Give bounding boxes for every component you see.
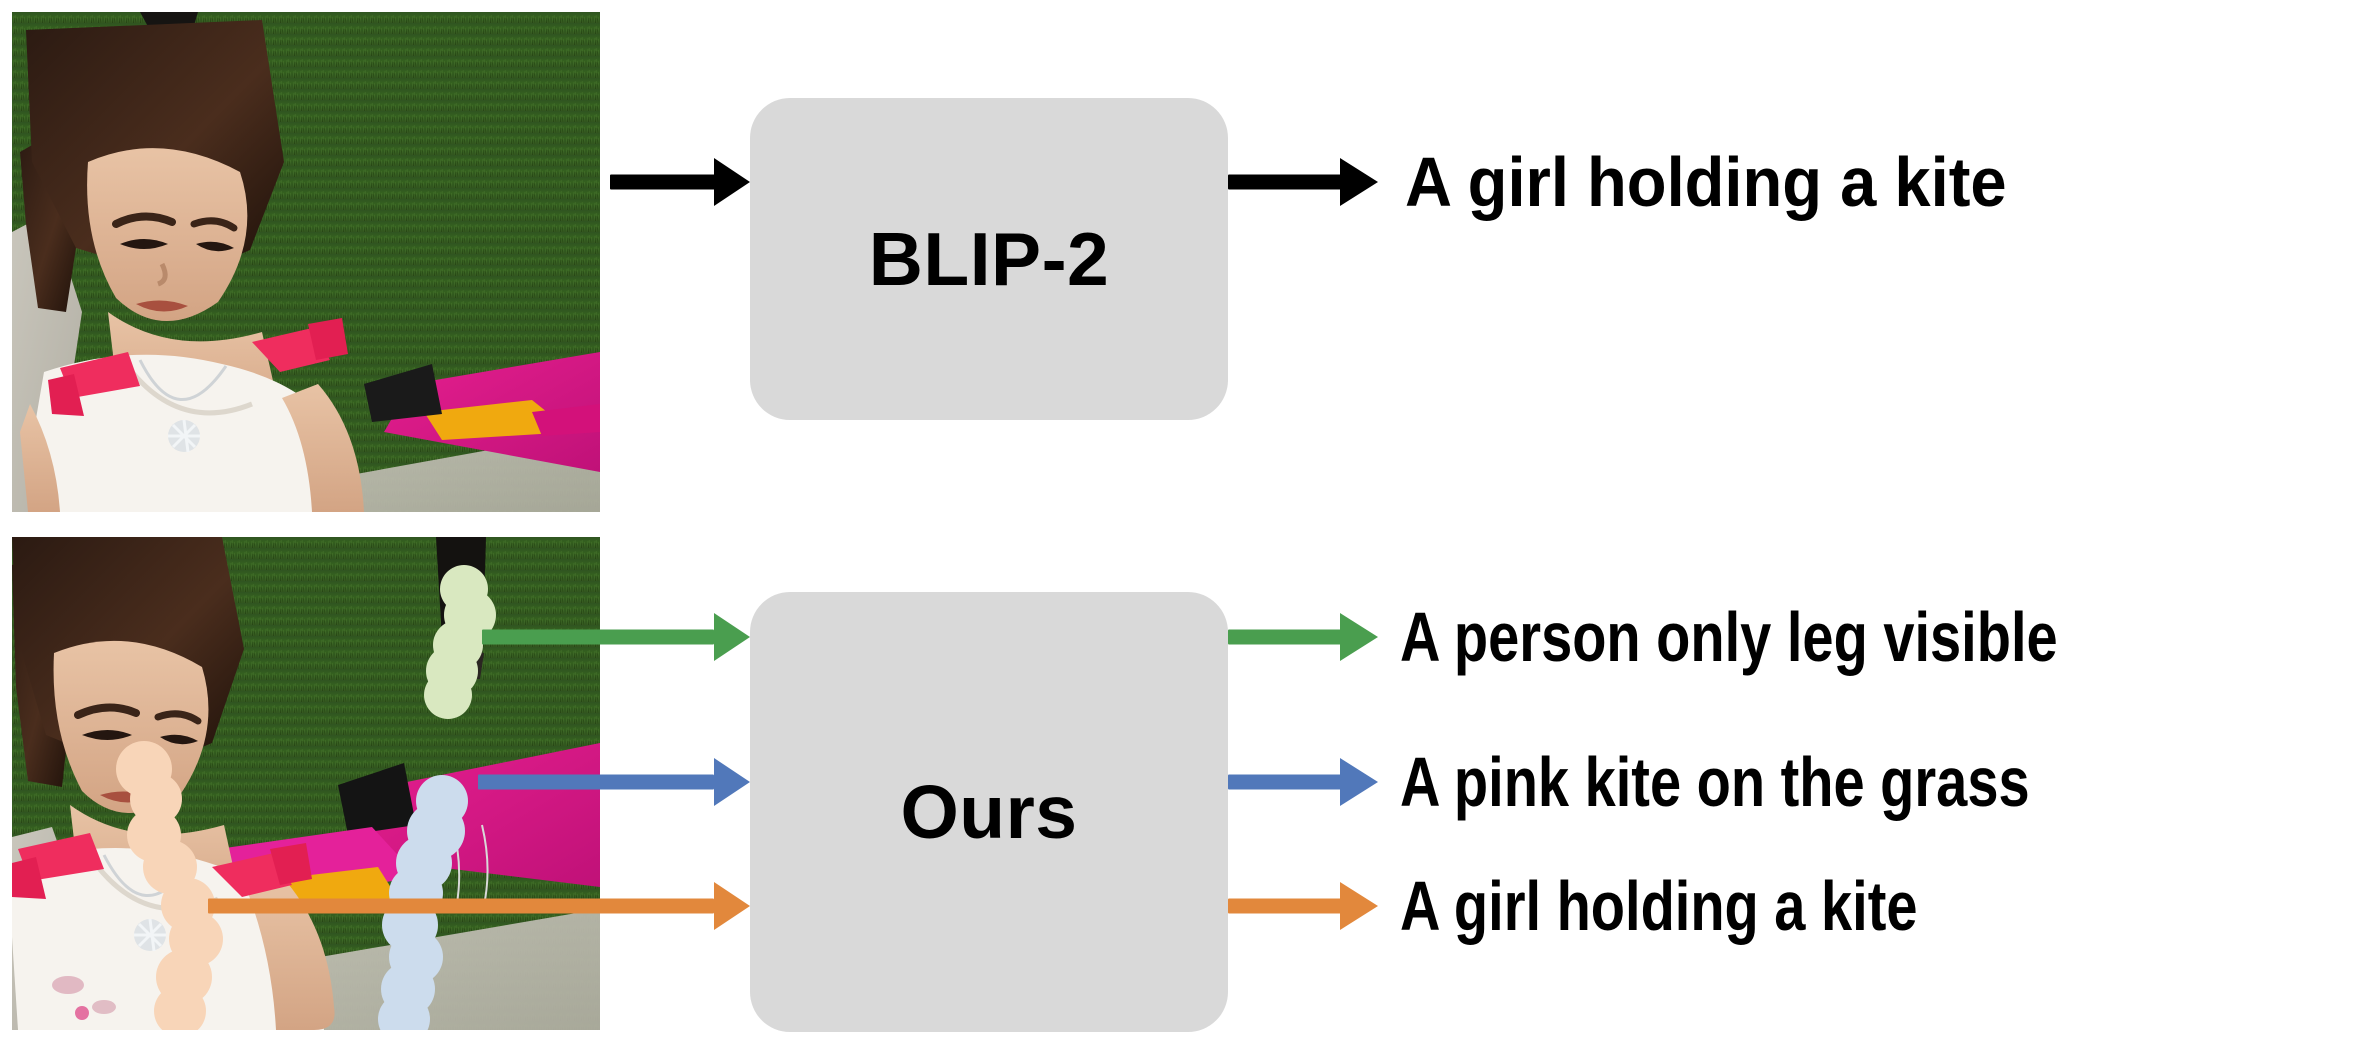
arrow-right-icon: [1340, 158, 1378, 206]
model-label-ours: Ours: [900, 770, 1078, 854]
caption-ours-green: A person only leg visible: [1400, 598, 2058, 676]
arrow-right-icon: [714, 882, 750, 930]
photo-top-svg: [12, 12, 600, 512]
arrow-right-icon: [1340, 613, 1378, 661]
caption-blip2: A girl holding a kite: [1405, 143, 2007, 221]
model-box-blip2: BLIP-2: [750, 98, 1228, 420]
arrow-right-icon: [1340, 882, 1378, 930]
caption-ours-orange: A girl holding a kite: [1400, 867, 1918, 945]
arrow-shaft: [1228, 774, 1342, 790]
arrow-shaft: [478, 774, 714, 790]
arrow-shaft: [1228, 898, 1342, 914]
arrow-right-icon: [714, 613, 750, 661]
model-box-ours: Ours: [750, 592, 1228, 1032]
arrow-shaft: [610, 174, 718, 190]
arrow-shaft: [1228, 174, 1342, 190]
mask-trail-blue: [378, 775, 468, 1030]
mask-trail-green: [424, 565, 496, 719]
arrow-right-icon: [714, 158, 750, 206]
arrow-shaft: [482, 629, 714, 645]
caption-ours-blue: A pink kite on the grass: [1400, 743, 2030, 821]
mask-trail-peach: [116, 741, 223, 1030]
arrow-right-icon: [1340, 758, 1378, 806]
arrow-shaft: [1228, 629, 1342, 645]
model-label-blip2: BLIP-2: [868, 217, 1110, 301]
input-image-baseline: [12, 12, 600, 512]
arrow-shaft: [208, 898, 714, 914]
arrow-right-icon: [714, 758, 750, 806]
